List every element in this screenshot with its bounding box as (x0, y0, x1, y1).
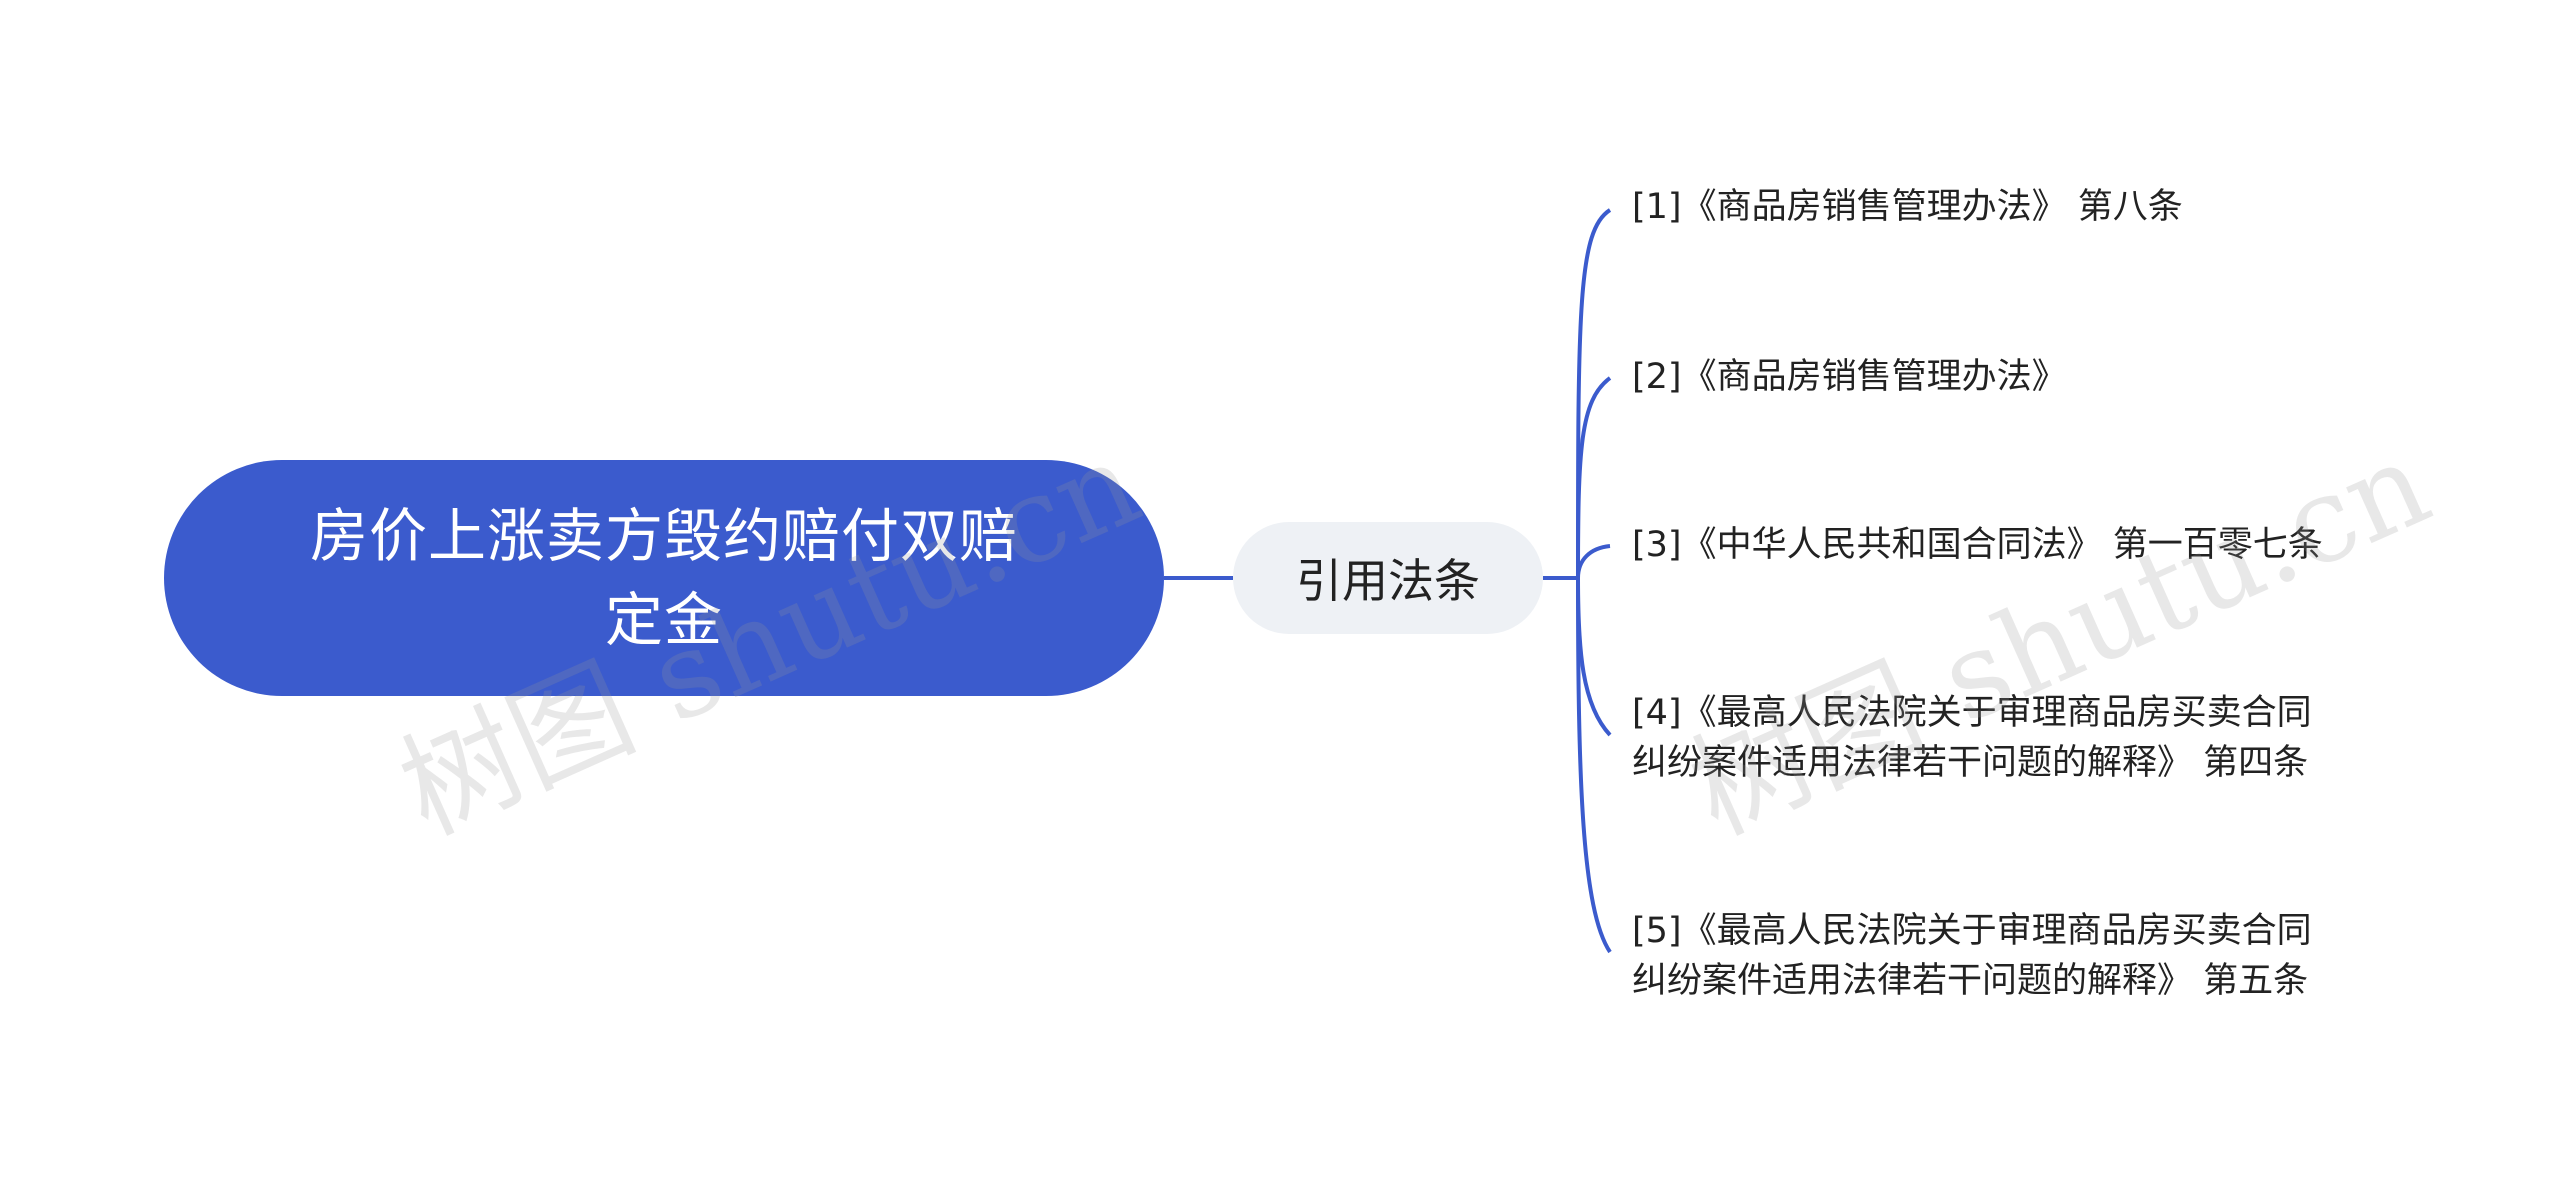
leaf-topic-4[interactable]: [4]《最高人民法院关于审理商品房买卖合同 纠纷案件适用法律若干问题的解释》 第… (1632, 688, 2452, 788)
leaf-4-line-2: 纠纷案件适用法律若干问题的解释》 第四条 (1632, 743, 2309, 783)
leaf-topic-5[interactable]: [5]《最高人民法院关于审理商品房买卖合同 纠纷案件适用法律若干问题的解释》 第… (1632, 906, 2452, 1006)
leaf-topic-2[interactable]: [2]《商品房销售管理办法》 (1632, 352, 2452, 402)
leaf-5-line-2: 纠纷案件适用法律若干问题的解释》 第五条 (1632, 961, 2309, 1001)
leaf-4-line-1: [4]《最高人民法院关于审理商品房买卖合同 (1632, 693, 2312, 733)
leaf-4-connector (1576, 577, 1612, 737)
leaf-3-connector (1576, 544, 1611, 579)
root-topic-node[interactable]: 房价上涨卖方毁约赔付双赔定金 (164, 460, 1164, 696)
leaf-1-line-1: [1]《商品房销售管理办法》 第八条 (1632, 187, 2183, 227)
leaf-5-line-1: [5]《最高人民法院关于审理商品房买卖合同 (1632, 911, 2312, 951)
leaf-2-line-1: [2]《商品房销售管理办法》 (1632, 357, 2067, 397)
branch-topic-node[interactable]: 引用法条 (1233, 522, 1543, 634)
leaf-5-connector (1576, 577, 1612, 954)
branch-topic-label: 引用法条 (1296, 554, 1480, 608)
leaf-topic-3[interactable]: [3]《中华人民共和国合同法》 第一百零七条 (1632, 520, 2452, 570)
root-topic-label: 房价上涨卖方毁约赔付双赔定金 (309, 502, 1018, 654)
leaf-topic-1[interactable]: [1]《商品房销售管理办法》 第八条 (1632, 182, 2452, 232)
leaf-3-line-1: [3]《中华人民共和国合同法》 第一百零七条 (1632, 525, 2323, 565)
leaf-2-connector (1576, 376, 1612, 579)
